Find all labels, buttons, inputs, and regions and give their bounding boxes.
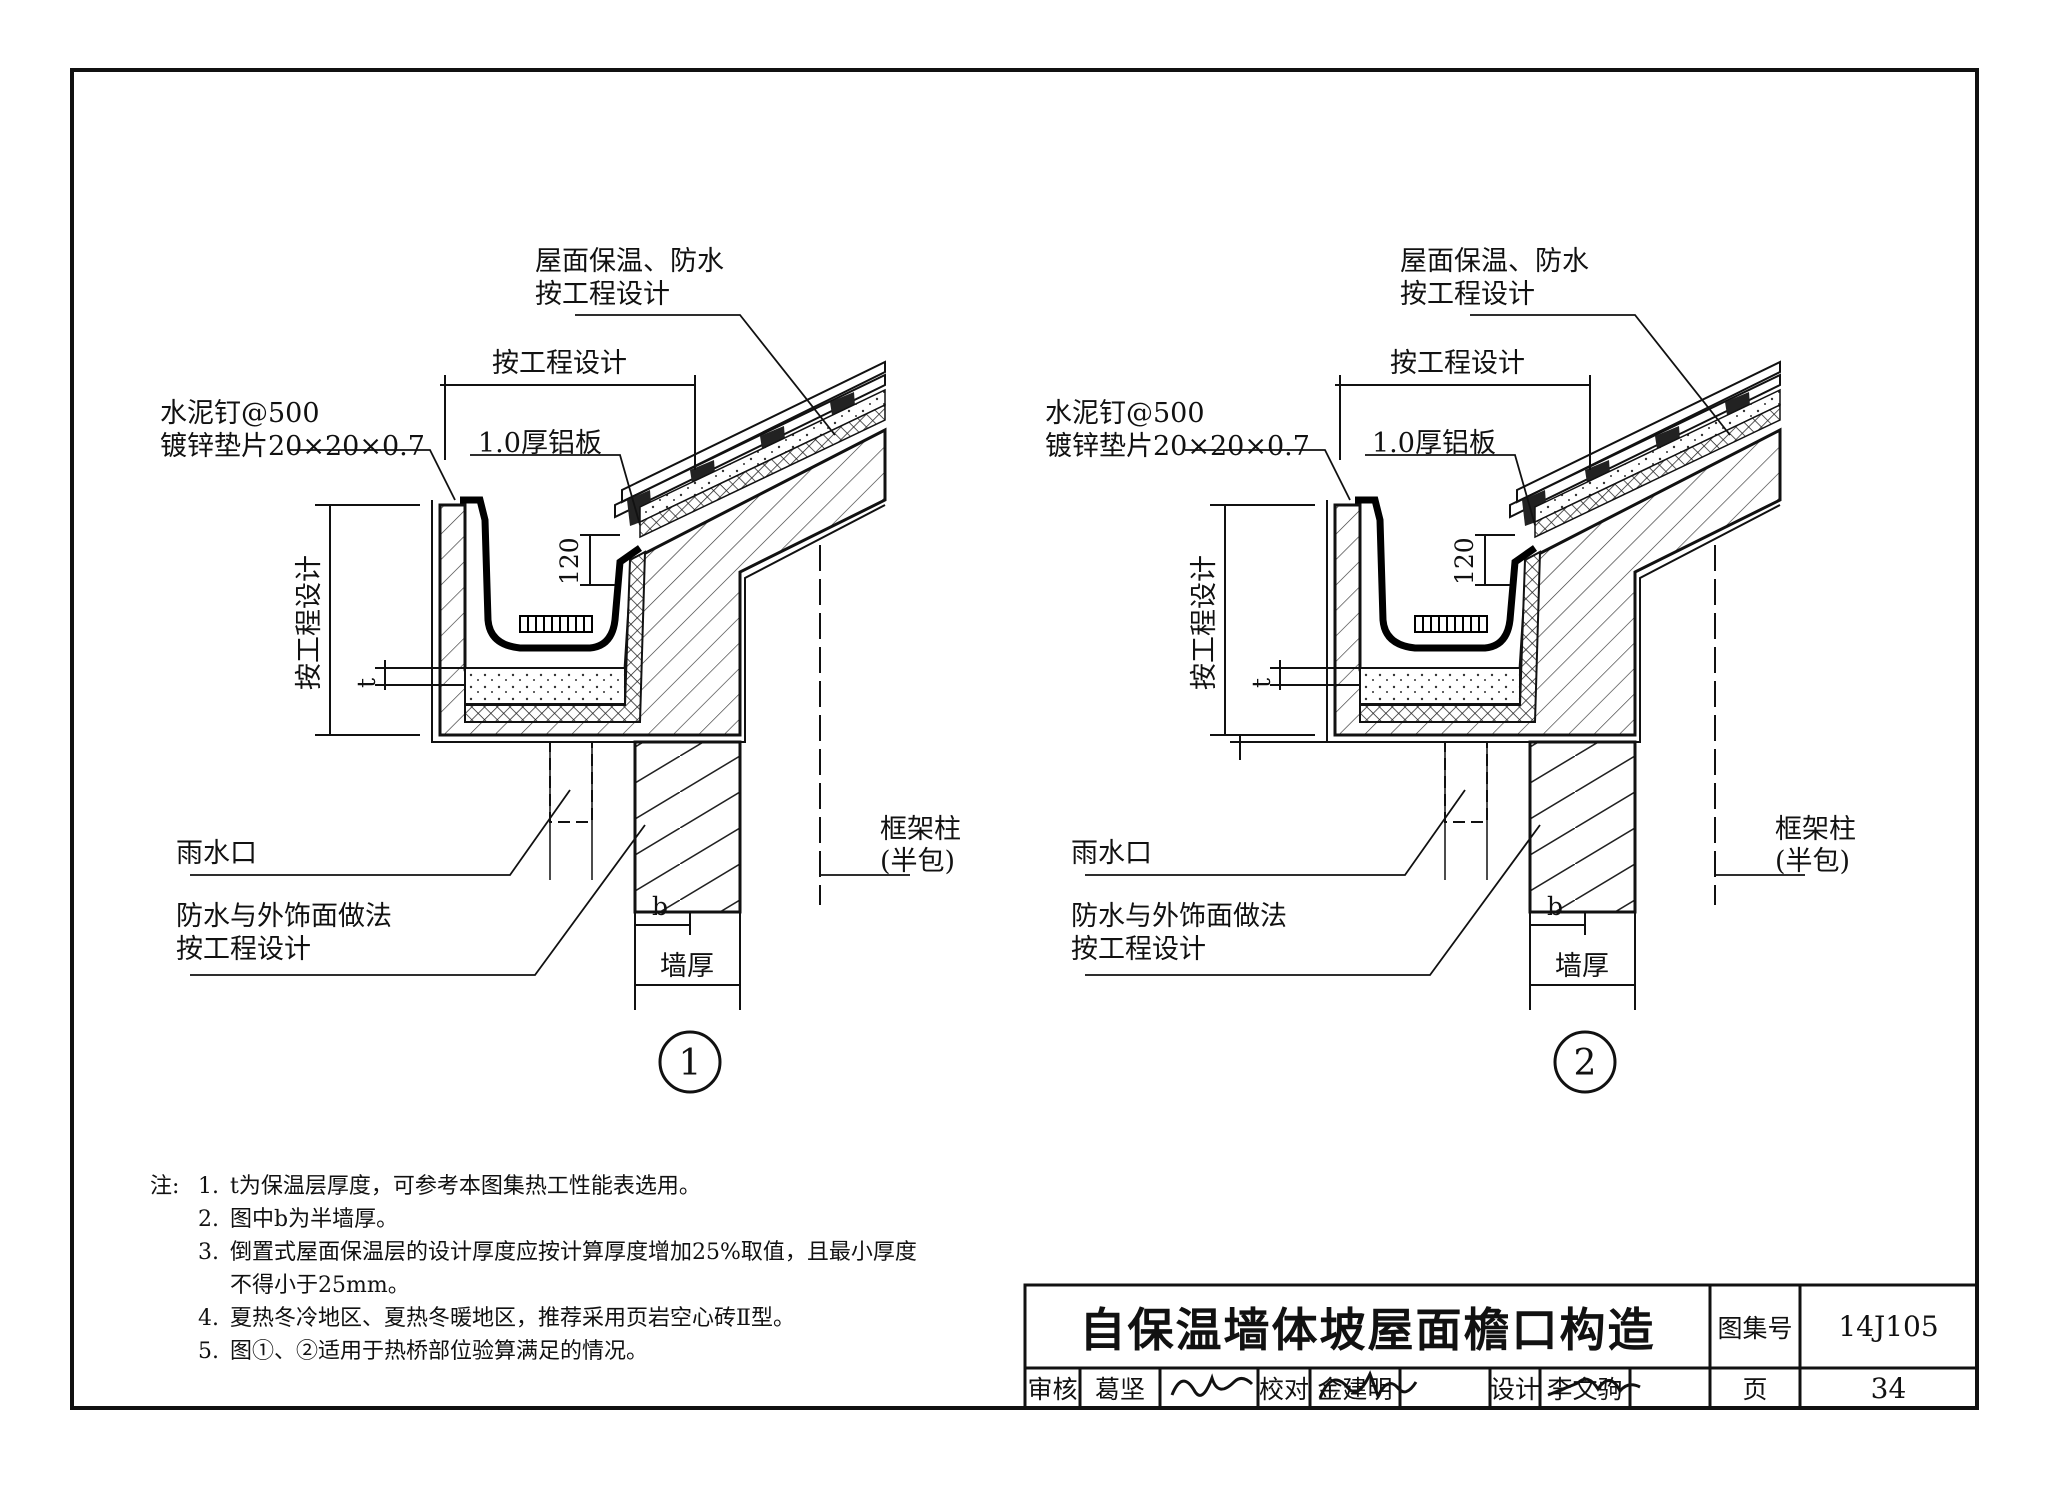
note-number: 5. — [198, 1339, 219, 1364]
label-wall-2: 墙厚 — [1555, 951, 1609, 982]
designer-name: 李文驹 — [1547, 1375, 1623, 1404]
note-text: 夏热冬冷地区、夏热冬暖地区，推荐采用页岩空心砖Ⅱ型。 — [230, 1306, 795, 1331]
note-text: 图①、②适用于热桥部位验算满足的情况。 — [230, 1339, 649, 1364]
label-nail-2: 水泥钉@500 — [1045, 398, 1205, 429]
note-text: 倒置式屋面保温层的设计厚度应按计算厚度增加25%取值，且最小厚度不得小于25mm… — [230, 1240, 917, 1298]
label-drain-2: 雨水口 — [1071, 838, 1152, 869]
dim-t-1: t — [352, 678, 381, 688]
design-label: 设计 — [1490, 1375, 1541, 1404]
note-item: 4. 夏热冬冷地区、夏热冬暖地区，推荐采用页岩空心砖Ⅱ型。 — [150, 1302, 1010, 1335]
label-drain-1: 雨水口 — [176, 838, 257, 869]
dim-t-2: t — [1247, 678, 1276, 688]
note-number: 1. — [198, 1174, 219, 1199]
label-column-half-2: (半包) — [1775, 846, 1850, 877]
label-nail-1: 水泥钉@500 — [160, 398, 320, 429]
label-column-1: 框架柱 — [880, 814, 961, 845]
check-label: 校对 — [1258, 1375, 1309, 1404]
dim-120-1: 120 — [555, 537, 584, 585]
label-roof-insulation-design-1: 按工程设计 — [535, 279, 670, 310]
detail-1: 屋面保温、防水 按工程设计 按工程设计 水泥钉@500 镀锌垫片20×20×0.… — [160, 246, 961, 1094]
detail-number-2: 2 — [1574, 1043, 1597, 1084]
page-label: 页 — [1742, 1375, 1768, 1404]
label-roof-insulation-1: 屋面保温、防水 — [535, 246, 724, 277]
atlas-code: 14J105 — [1838, 1310, 1939, 1343]
label-aluminum-1: 1.0厚铝板 — [478, 428, 602, 459]
label-roof-insulation-2: 屋面保温、防水 — [1400, 246, 1589, 277]
note-item: 注: 1. t为保温层厚度，可参考本图集热工性能表选用。 — [150, 1170, 1010, 1203]
detail-2: 屋面保温、防水 按工程设计 按工程设计 水泥钉@500 镀锌垫片20×20×0.… — [1045, 246, 1856, 1094]
signatures — [1170, 1370, 1641, 1400]
page-number: 34 — [1870, 1371, 1907, 1405]
dim-b-2: b — [1547, 892, 1563, 921]
drawing-title: 自保温墙体坡屋面檐口构造 — [1079, 1302, 1656, 1357]
notes-prefix: 注: — [150, 1174, 180, 1199]
label-finish-1: 防水与外饰面做法 — [176, 901, 392, 932]
signature-reviewer — [1170, 1373, 1254, 1397]
signature-checker — [1318, 1370, 1418, 1400]
label-finish-2: 防水与外饰面做法 — [1071, 901, 1287, 932]
label-column-2: 框架柱 — [1775, 814, 1856, 845]
label-aluminum-2: 1.0厚铝板 — [1372, 428, 1496, 459]
label-column-half-1: (半包) — [880, 846, 955, 877]
note-number: 4. — [198, 1306, 219, 1331]
note-item: 5. 图①、②适用于热桥部位验算满足的情况。 — [150, 1335, 1010, 1368]
label-gutter-width-2: 按工程设计 — [1390, 348, 1525, 379]
note-number: 3. — [198, 1240, 219, 1265]
dim-120-2: 120 — [1450, 537, 1479, 585]
signature-designer — [1547, 1377, 1641, 1397]
note-text: 图中b为半墙厚。 — [230, 1207, 399, 1232]
review-label: 审核 — [1027, 1375, 1078, 1404]
dim-b-1: b — [652, 892, 668, 921]
label-washer-1: 镀锌垫片20×20×0.7 — [160, 431, 425, 462]
label-washer-2: 镀锌垫片20×20×0.7 — [1045, 431, 1310, 462]
note-item: 3. 倒置式屋面保温层的设计厚度应按计算厚度增加25%取值，且最小厚度不得小于2… — [150, 1236, 930, 1302]
atlas-label: 图集号 — [1717, 1313, 1793, 1343]
label-finish-design-2: 按工程设计 — [1071, 934, 1206, 965]
notes-block: 注: 1. t为保温层厚度，可参考本图集热工性能表选用。 2. 图中b为半墙厚。… — [150, 1170, 1010, 1368]
note-text: t为保温层厚度，可参考本图集热工性能表选用。 — [230, 1174, 701, 1199]
label-height-1: 按工程设计 — [294, 555, 325, 690]
note-item: 2. 图中b为半墙厚。 — [150, 1203, 1010, 1236]
checker-name: 金建明 — [1317, 1375, 1393, 1404]
detail-marker-2 — [1553, 1030, 1617, 1094]
label-finish-design-1: 按工程设计 — [176, 934, 311, 965]
detail-number-1: 1 — [679, 1043, 702, 1084]
detail-marker-1 — [658, 1030, 722, 1094]
label-roof-insulation-design-2: 按工程设计 — [1400, 279, 1535, 310]
note-number: 2. — [198, 1207, 219, 1232]
label-height-2: 按工程设计 — [1189, 555, 1220, 690]
reviewer-name: 葛坚 — [1094, 1375, 1145, 1404]
label-wall-1: 墙厚 — [660, 951, 714, 982]
label-gutter-width-1: 按工程设计 — [492, 348, 627, 379]
title-block-frame — [1023, 1283, 1979, 1410]
